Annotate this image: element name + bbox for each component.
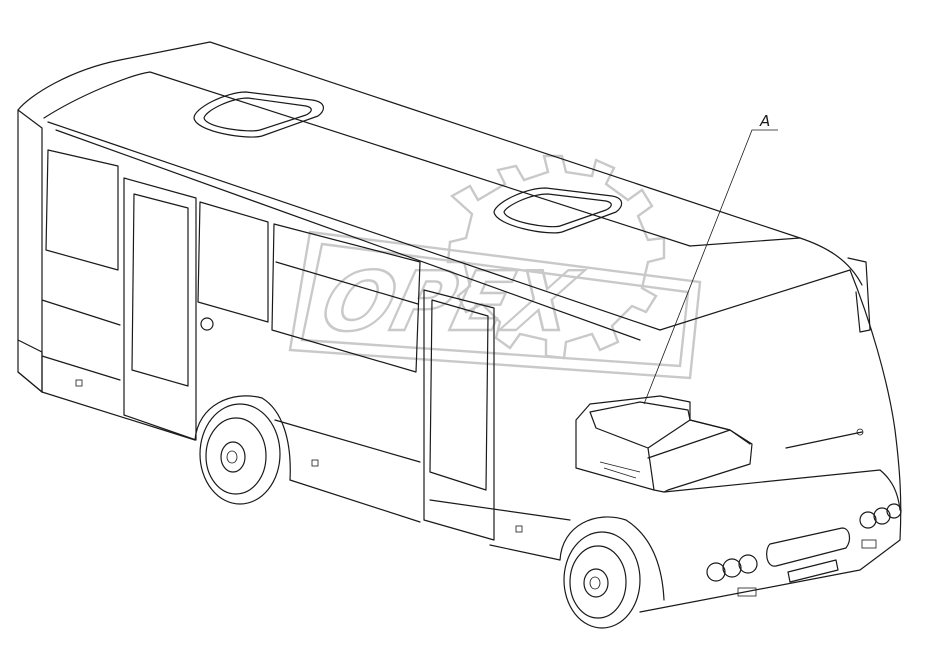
rear-wheel-arch (194, 395, 291, 481)
roof-panel-line (47, 121, 661, 331)
front-tire (563, 531, 641, 629)
watermark-logo: OPEX (288, 154, 702, 380)
window-mid-2 (271, 223, 421, 373)
rear-hub-cap (226, 450, 238, 464)
window-mid-2-divider (275, 261, 419, 305)
roof-hatches (193, 91, 623, 234)
hatch-1 (75, 379, 83, 387)
front-windshield-edge (659, 237, 851, 331)
door-2 (423, 289, 495, 541)
rear-hub (220, 441, 246, 473)
roof-front-edge (43, 71, 691, 247)
assembly-a-lid (589, 401, 691, 449)
grille (766, 527, 851, 567)
side-sill (41, 391, 561, 561)
rear-tire-inner (205, 417, 267, 495)
window-mid-1 (197, 201, 269, 323)
hatch-2 (311, 459, 319, 467)
front-face (639, 269, 902, 613)
roof-hatch-front-inner (503, 193, 612, 228)
mirror (847, 257, 871, 333)
wiper (785, 431, 863, 449)
door-1 (123, 177, 197, 441)
callout-a: A (643, 112, 778, 405)
rear-bumper (17, 339, 43, 393)
headlight-r-3 (886, 503, 902, 519)
front-hub (583, 568, 609, 598)
assembly-a-step (647, 419, 751, 491)
rear-tire (199, 403, 281, 505)
assembly-a-vents (599, 461, 641, 479)
roof-hatch-rear (193, 91, 324, 138)
front-wheel (559, 516, 665, 629)
watermark-text: OPEX (313, 254, 590, 350)
front-tire-inner (569, 545, 627, 619)
roof-panel-line-2 (55, 129, 641, 341)
fog-light-r (861, 539, 877, 549)
callout-leader-line (643, 129, 778, 405)
front-wheel-arch (559, 516, 665, 601)
front-lower (663, 469, 901, 511)
license-plate (787, 559, 839, 583)
roof-outline (17, 41, 863, 286)
watermark-frame-outer (288, 230, 702, 380)
headlight-l-3 (738, 554, 758, 574)
fog-light-l (737, 587, 757, 597)
door-1-glass (131, 193, 189, 387)
front-cab (639, 237, 902, 613)
rear-wheel (194, 395, 291, 505)
skirt-line (41, 355, 571, 521)
bus-body (17, 41, 863, 561)
belt-line (41, 299, 121, 326)
hatch-3 (515, 525, 523, 533)
watermark-gear-icon (446, 154, 666, 360)
front-hub-cap (589, 576, 601, 590)
wiper-pivot (856, 428, 864, 436)
watermark-frame-inner (300, 242, 690, 368)
door-2-glass (429, 299, 489, 491)
fuel-cap (200, 317, 214, 331)
roof-hatch-front (493, 187, 623, 234)
callout-label: A (759, 112, 770, 130)
roof-hatch-rear-inner (203, 97, 312, 132)
headlight-l-2 (722, 558, 742, 578)
assembly-a (575, 395, 753, 493)
assembly-a-housing (575, 395, 753, 493)
headlight-l-1 (706, 562, 726, 582)
headlight-r-2 (873, 507, 891, 525)
window-rear-1 (45, 149, 119, 271)
headlight-r-1 (859, 511, 877, 529)
